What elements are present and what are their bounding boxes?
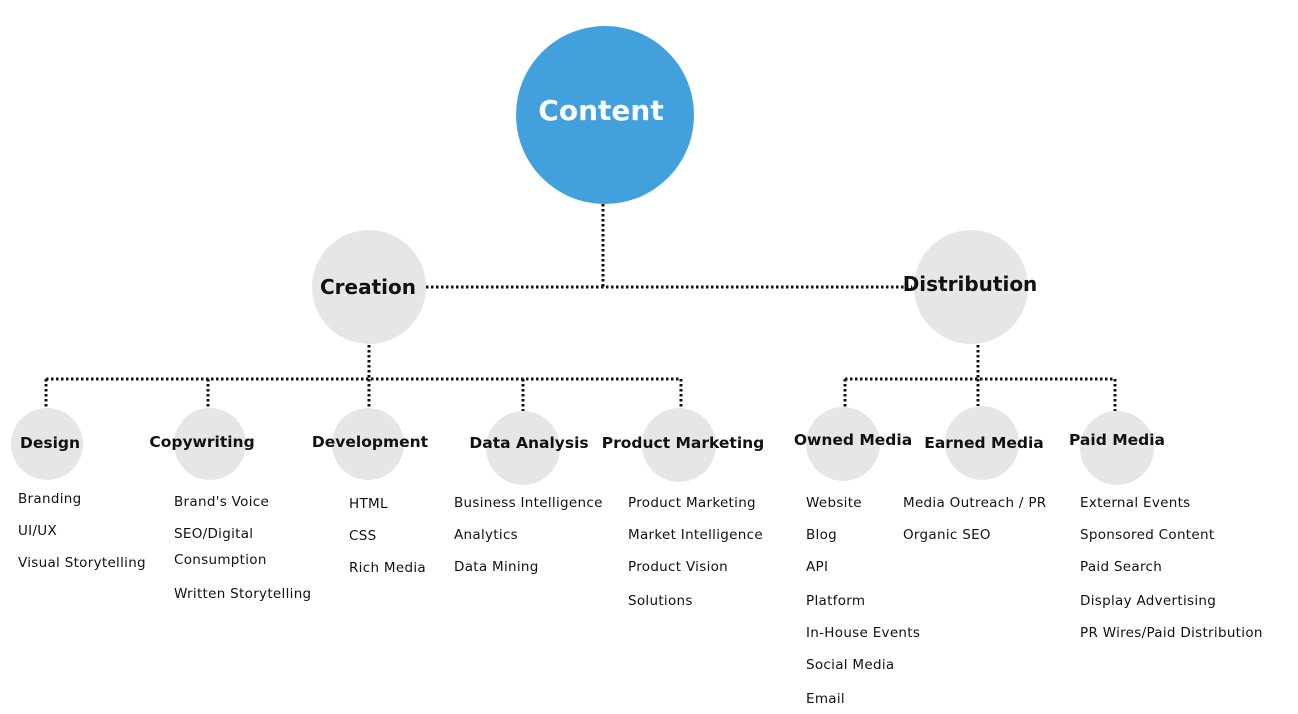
list-item: Branding [18, 491, 82, 507]
list-item: PR Wires/Paid Distribution [1080, 625, 1263, 641]
list-item: Email [806, 691, 845, 707]
list-item: CSS [349, 528, 377, 544]
list-item: SEO/Digital Consumption [174, 526, 267, 568]
list-item: Platform [806, 593, 866, 609]
list-item: Analytics [454, 527, 519, 543]
data-analysis-node-label: Data Analysis [469, 434, 589, 452]
creation-node-label: Creation [320, 275, 416, 299]
earned-media-node-label: Earned Media [924, 434, 1044, 452]
owned-media-node-circle [806, 407, 880, 481]
list-item: Social Media [806, 657, 895, 673]
earned-media-node-circle [945, 406, 1019, 480]
copywriting-node-label: Copywriting [149, 433, 255, 451]
paid-media-node-circle [1080, 411, 1154, 485]
list-item: Paid Search [1080, 559, 1163, 575]
list-item: Data Mining [454, 559, 539, 575]
list-item: Media Outreach / PR [903, 495, 1047, 511]
creation-node-circle [312, 230, 426, 344]
list-item: In-House Events [806, 625, 921, 641]
list-item: Blog [806, 527, 838, 543]
development-node-label: Development [311, 433, 429, 451]
owned-media-node-label: Owned Media [793, 431, 913, 449]
list-item: UI/UX [18, 523, 58, 539]
content-node-circle [516, 26, 694, 204]
list-item: Market Intelligence [628, 527, 763, 543]
paid-media-node-label: Paid Media [1068, 431, 1166, 449]
product-marketing-node-circle [642, 408, 716, 482]
data-analysis-node-circle [486, 411, 560, 485]
distribution-node-label: Distribution [902, 272, 1038, 296]
list-item: Visual Storytelling [18, 555, 146, 571]
list-item: Solutions [628, 593, 693, 609]
design-node-label: Design [19, 434, 81, 452]
distribution-node-circle [914, 230, 1028, 344]
product-marketing-node-label: Product Marketing [601, 434, 765, 452]
list-item: Written Storytelling [174, 586, 312, 602]
copywriting-node-circle [174, 408, 246, 480]
list-item: External Events [1080, 495, 1191, 511]
design-node-circle [11, 408, 83, 480]
development-node-circle [332, 408, 404, 480]
list-item: Product Marketing [628, 495, 756, 511]
list-item: Sponsored Content [1080, 527, 1215, 543]
list-item: API [806, 559, 829, 575]
list-item: Business Intelligence [454, 495, 603, 511]
list-item: Organic SEO [903, 527, 991, 543]
list-item: HTML [349, 496, 388, 512]
list-item: Website [806, 495, 862, 511]
list-item: Display Advertising [1080, 593, 1217, 609]
list-item: Rich Media [349, 560, 426, 576]
content-node-label: Content [538, 94, 664, 127]
list-item: Brand's Voice [174, 494, 270, 510]
list-item: Product Vision [628, 559, 729, 575]
